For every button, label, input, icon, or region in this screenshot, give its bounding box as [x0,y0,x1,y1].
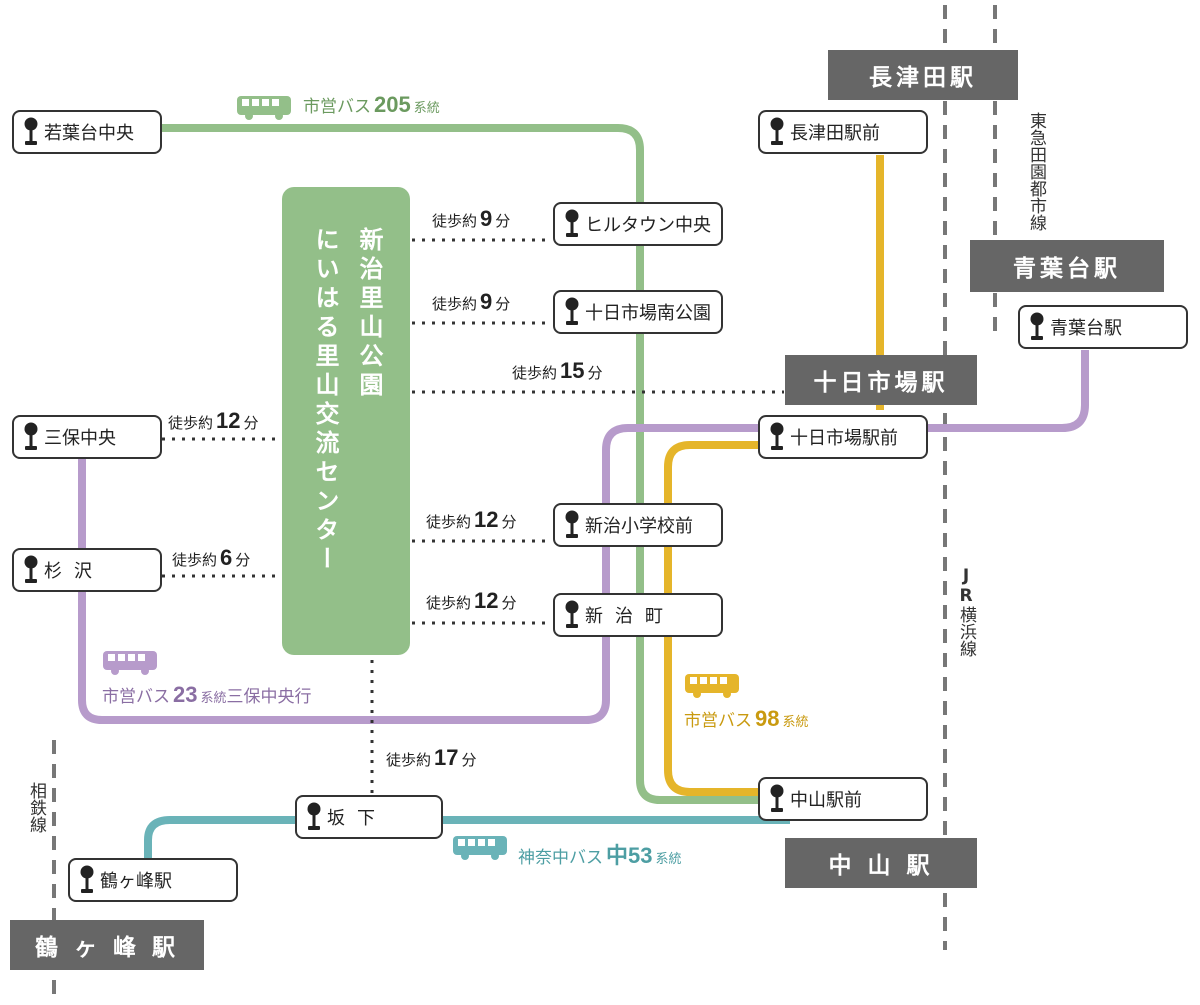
bus-stop-icon [1030,312,1044,340]
bus-205-route [160,124,760,804]
kanachu-bus-icon [453,836,507,860]
jr-yokohama-label: JR 横浜線 [956,566,976,657]
station-nakayama: 中 山 駅 [785,838,977,888]
station-tokaichiba: 十日市場駅 [785,355,977,405]
stop-label: 坂下 [327,808,387,829]
stop-nakayama-ekimae: 中山駅前 [758,777,928,821]
stop-miho-chuo: 三保中央 [12,415,162,459]
stop-sakashita: 坂下 [295,795,443,839]
bus-23-route [78,350,1089,724]
stop-label: 中山駅前 [790,790,862,811]
stop-label: 青葉台駅 [1050,318,1122,339]
walk-lines [162,238,784,795]
bus-stop-icon [307,802,321,830]
sotetsu-label: 相鉄線 [26,782,46,833]
stop-tokaichiba-ekimae: 十日市場駅前 [758,415,928,459]
stop-aobadai-eki: 青葉台駅 [1018,305,1188,349]
stop-wakabadai-chuo: 若葉台中央 [12,110,162,154]
bus-stop-icon [565,209,579,237]
station-nagatsuta: 長津田駅 [828,50,1018,100]
bus-98-icon [685,674,739,698]
stop-niiharu-shogakko-mae: 新治小学校前 [553,503,723,547]
stop-label: 十日市場南公園 [585,303,711,324]
bus-stop-icon [80,865,94,893]
stop-label: 三保中央 [44,428,116,449]
bus-stop-icon [565,297,579,325]
bus-stop-icon [24,555,38,583]
niiharu-park-center: 新治里山公園 にいはる里山交流センター [282,187,410,655]
stop-label: 鶴ヶ峰駅 [100,871,172,892]
bus-stop-icon [770,784,784,812]
stop-niiharu-machi: 新治町 [553,593,723,637]
bus-stop-icon [770,422,784,450]
stop-label: 長津田駅前 [790,123,880,144]
center-name: にいはる里山交流センター [311,227,339,575]
station-tsurugamine: 鶴 ヶ 峰 駅 [10,920,204,970]
bus-23-icon [103,651,157,675]
bus-stop-icon [565,600,579,628]
bus-205-icon [237,96,291,120]
station-aobadai: 青葉台駅 [970,240,1164,292]
bus-stop-icon [770,117,784,145]
stop-tokaichiba-minami-koen: 十日市場南公園 [553,290,723,334]
bus-stop-icon [24,422,38,450]
stop-label: ヒルタウン中央 [585,215,711,236]
stop-label: 杉沢 [44,561,104,582]
stop-label: 新治小学校前 [585,516,693,537]
bus-stop-icon [565,510,579,538]
park-name: 新治里山公園 [355,227,383,401]
stop-hill-town-chuo: ヒルタウン中央 [553,202,723,246]
stop-sugisawa: 杉沢 [12,548,162,592]
denentoshi-label: 東急田園都市線 [1026,112,1046,231]
stop-tsurugamine-eki: 鶴ヶ峰駅 [68,858,238,902]
stop-label: 若葉台中央 [44,123,134,144]
stop-label: 新治町 [585,606,675,627]
stop-label: 十日市場駅前 [790,428,898,449]
kanachu-route [144,816,790,858]
stop-nagatsuta-ekimae: 長津田駅前 [758,110,928,154]
bus-stop-icon [24,117,38,145]
